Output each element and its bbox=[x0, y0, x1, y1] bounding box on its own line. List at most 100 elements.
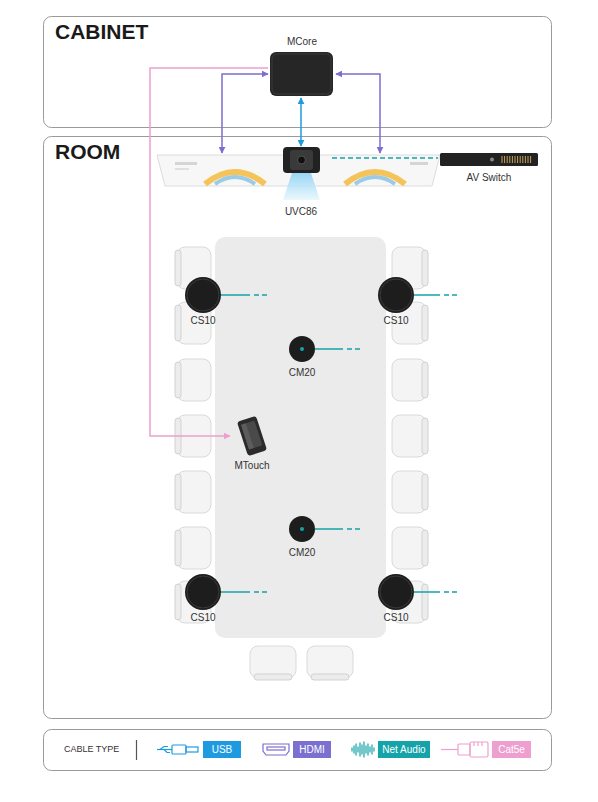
net-audio-cable bbox=[347, 528, 362, 530]
device-label: CS10 bbox=[190, 315, 215, 327]
touch-panel-device bbox=[241, 421, 262, 450]
device-label: CM20 bbox=[289, 367, 316, 379]
legend-icon bbox=[361, 745, 362, 755]
legend-icon bbox=[357, 747, 358, 753]
chair bbox=[175, 471, 211, 513]
net-audio-cable bbox=[315, 528, 343, 530]
av-switch-device bbox=[530, 156, 531, 163]
chair bbox=[175, 474, 181, 510]
legend-heading: CABLE TYPE bbox=[64, 744, 119, 755]
chair bbox=[175, 527, 211, 569]
chair bbox=[392, 359, 428, 401]
touch-panel-device bbox=[237, 416, 267, 456]
chair bbox=[422, 474, 428, 510]
speaker-device: CS10 bbox=[181, 572, 225, 624]
av-switch-device bbox=[504, 156, 505, 163]
net-audio-cable bbox=[221, 295, 460, 592]
microphone-device bbox=[289, 336, 315, 542]
chair bbox=[392, 527, 428, 569]
display-screen bbox=[355, 177, 395, 184]
chair bbox=[422, 305, 428, 341]
legend-icon bbox=[137, 740, 489, 760]
legend-icon bbox=[136, 740, 137, 760]
legend-icon bbox=[263, 744, 289, 755]
microphone-device bbox=[300, 347, 304, 351]
device-label: AV Switch bbox=[467, 172, 512, 184]
legend-icon bbox=[359, 743, 360, 757]
legend-icon bbox=[371, 745, 372, 755]
chair bbox=[311, 674, 349, 680]
net-audio-cable bbox=[414, 591, 440, 593]
legend-icon bbox=[263, 744, 289, 755]
net-audio-cable bbox=[444, 294, 460, 296]
legend-icon bbox=[172, 745, 186, 754]
av-switch-device bbox=[502, 156, 531, 163]
panel-outline bbox=[44, 17, 552, 128]
table bbox=[215, 237, 386, 638]
panel-heading: CABINET bbox=[55, 20, 148, 44]
device-label: CS10 bbox=[383, 612, 408, 624]
chair bbox=[392, 415, 428, 457]
legend-swatch: Net Audio bbox=[378, 741, 430, 758]
mcore-device bbox=[270, 52, 333, 96]
legend-icon bbox=[363, 742, 364, 758]
speaker-device bbox=[185, 277, 221, 313]
chair bbox=[307, 646, 353, 680]
device-label: MTouch bbox=[234, 460, 269, 472]
chair bbox=[254, 674, 292, 680]
legend-icon bbox=[353, 746, 354, 754]
display-screen bbox=[215, 177, 255, 184]
microphone-device: CM20 bbox=[280, 515, 324, 559]
av-switch-device bbox=[509, 156, 510, 163]
av-switch-device: AV Switch bbox=[438, 150, 540, 184]
speaker-device bbox=[187, 576, 219, 608]
camera-device: UVC86 bbox=[270, 146, 332, 218]
speaker-device bbox=[185, 277, 414, 610]
chair bbox=[175, 530, 181, 566]
panel-outline bbox=[44, 730, 552, 771]
microphone-device bbox=[289, 336, 315, 362]
display-screen bbox=[175, 162, 197, 165]
chair bbox=[392, 359, 426, 401]
legend-icon bbox=[369, 747, 370, 753]
legend-icon bbox=[441, 742, 488, 757]
legend-text: USB bbox=[212, 744, 233, 756]
chair bbox=[392, 415, 426, 457]
legend-icon bbox=[441, 749, 458, 750]
legend-swatch: HDMI bbox=[293, 741, 331, 758]
av-switch-device bbox=[517, 156, 518, 163]
chair bbox=[422, 362, 428, 398]
microphone-device bbox=[289, 516, 315, 542]
touch-panel-device: MTouch bbox=[230, 414, 274, 472]
legend-text: HDMI bbox=[299, 744, 325, 756]
legend-icon bbox=[355, 744, 356, 756]
microphone-device bbox=[300, 527, 304, 531]
camera-device bbox=[290, 150, 313, 170]
legend-swatch: USB bbox=[203, 741, 241, 758]
av-switch-device bbox=[515, 156, 516, 163]
device-label: UVC86 bbox=[285, 206, 317, 218]
net-audio-cable bbox=[254, 294, 268, 296]
camera-device bbox=[298, 156, 306, 164]
av-switch-device bbox=[507, 156, 508, 163]
chair bbox=[175, 584, 181, 620]
chair bbox=[175, 250, 181, 286]
av-switch-device bbox=[520, 156, 521, 163]
legend-icon bbox=[351, 748, 352, 752]
device-label: CS10 bbox=[383, 315, 408, 327]
chair bbox=[307, 646, 353, 678]
cabinet-panel: CABINET MCore bbox=[43, 16, 551, 127]
net-audio-cable bbox=[221, 294, 250, 296]
microphone-device: CM20 bbox=[280, 335, 324, 379]
touch-panel-device bbox=[241, 423, 254, 449]
legend-icon bbox=[157, 745, 198, 754]
speaker-device bbox=[380, 279, 412, 311]
mcore-device: MCore bbox=[268, 36, 336, 98]
chair bbox=[392, 471, 426, 513]
display-screen bbox=[345, 172, 405, 184]
av-switch-device bbox=[512, 156, 513, 163]
hdmi-cable bbox=[222, 74, 268, 153]
speaker-device: CS10 bbox=[181, 275, 225, 327]
chair bbox=[250, 646, 296, 678]
